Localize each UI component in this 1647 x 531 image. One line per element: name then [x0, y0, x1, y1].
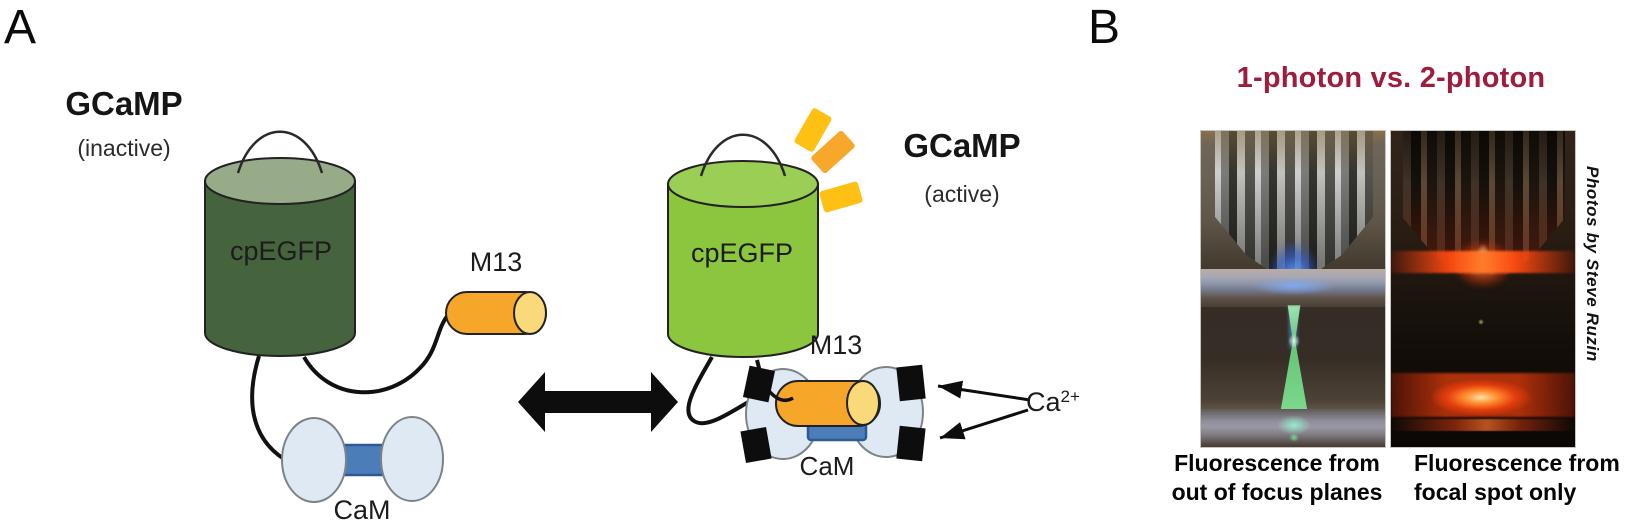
calcium-label-sup: 2+ [1060, 387, 1080, 406]
m13-cylinder-active-cap [846, 380, 880, 426]
gcamp-inactive-state: (inactive) [77, 135, 171, 161]
cam-active-label: CaM [799, 451, 855, 481]
linker-active-loop [686, 355, 752, 426]
green-waist-glow [1288, 334, 1300, 348]
linker-inactive-to-cam [250, 355, 286, 461]
gcamp-inactive-title: GCaMP [65, 85, 183, 122]
cpegfp-inactive-handle [236, 130, 324, 174]
two-photon-photo [1390, 130, 1576, 448]
one-photon-caption-line2: out of focus planes [1171, 478, 1383, 505]
calcium-site-bottom-right [896, 425, 926, 462]
m13-inactive-label: M13 [469, 247, 523, 277]
two-photon-caption: Fluorescence from focal spot only [1414, 449, 1647, 507]
two-photon-caption-line2: focal spot only [1414, 478, 1577, 505]
cam-lobe-inactive-right [380, 416, 444, 502]
m13-active-label: M13 [809, 330, 863, 360]
tiny-green-dot [1478, 319, 1484, 325]
focal-spot [1419, 371, 1543, 419]
panel-a-label: A [4, 1, 37, 54]
equilibrium-arrow [518, 372, 678, 432]
cpegfp-active-handle [699, 133, 787, 177]
lower-glass-cyan-spot [1277, 415, 1311, 435]
calcium-site-top-right [896, 364, 926, 402]
glass-blue-streak [1201, 271, 1385, 301]
upper-red-band [1391, 251, 1575, 273]
ca-arrow-upper [937, 380, 1031, 402]
cpegfp-inactive-label: cpEGFP [229, 236, 333, 266]
sparkle-3 [819, 181, 863, 213]
cpegfp-active-label: cpEGFP [690, 238, 794, 268]
calcium-label: Ca2+ [1026, 388, 1080, 416]
lower-green-dot [1289, 433, 1299, 442]
one-photon-photo [1200, 130, 1386, 448]
one-photon-caption: Fluorescence from out of focus planes [1157, 449, 1397, 507]
bottom-shadow [1391, 431, 1575, 447]
gcamp-active-title: GCaMP [903, 127, 1021, 164]
photon-comparison-title: 1-photon vs. 2-photon [1236, 62, 1546, 94]
sparkle-2 [811, 131, 855, 173]
gcamp-mechanism-diagram [204, 108, 1031, 503]
photo-credit: Photos by Steve Ruzin [1583, 166, 1602, 362]
cpegfp-cylinder-active-top [667, 160, 819, 208]
ca-arrow-lower [939, 408, 1029, 440]
dim-red-band [1391, 419, 1575, 431]
calcium-site-top-left [742, 365, 776, 403]
linker-inactive-to-m13 [302, 313, 450, 395]
panel-b-label: B [1088, 1, 1121, 54]
cam-inactive-label: CaM [333, 495, 391, 525]
cpegfp-cylinder-active-body [667, 183, 819, 358]
sparkle-1 [794, 108, 832, 152]
cam-lobe-inactive-left [281, 417, 347, 503]
m13-cylinder-inactive-cap [513, 291, 547, 335]
cpegfp-cylinder-inactive-top [204, 157, 356, 205]
two-photon-caption-line1: Fluorescence from [1414, 450, 1620, 476]
one-photon-caption-line1: Fluorescence from [1174, 450, 1380, 476]
cpegfp-cylinder-inactive-body [204, 180, 356, 357]
gcamp-active-state: (active) [924, 181, 1000, 207]
calcium-label-base: Ca [1026, 387, 1061, 417]
calcium-site-bottom-left [740, 426, 772, 464]
